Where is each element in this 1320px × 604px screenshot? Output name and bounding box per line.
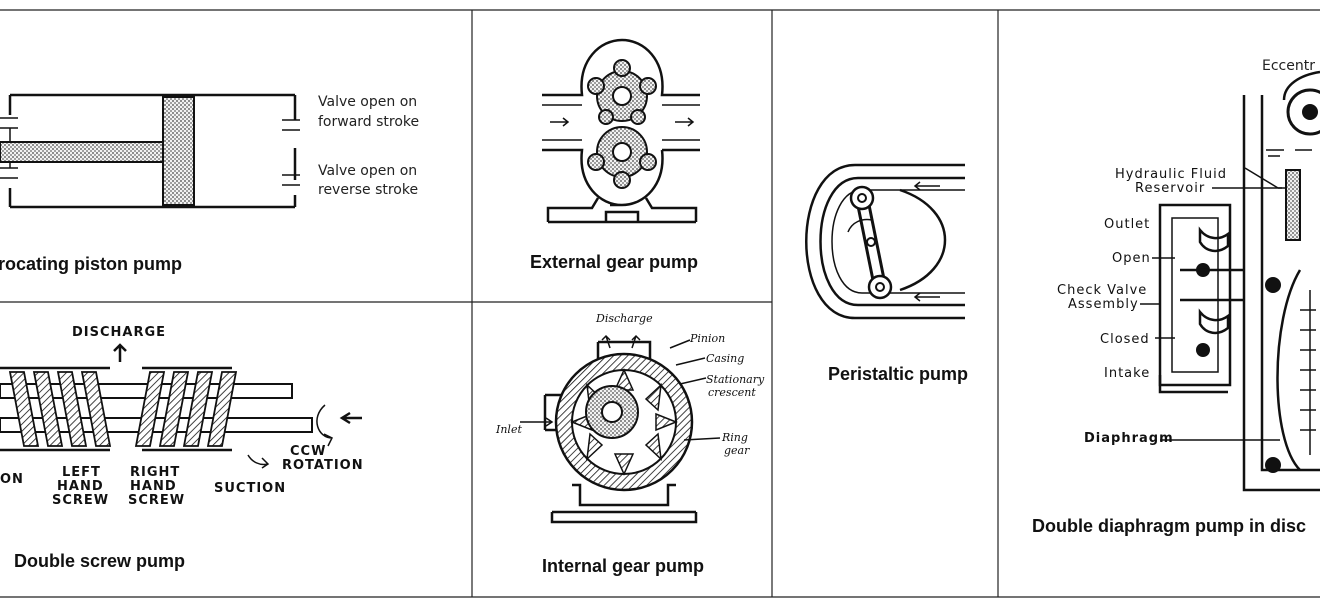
peristaltic-caption: Peristaltic pump (828, 364, 968, 384)
table-grid (0, 9, 1320, 598)
diaphragm-open-label: Open (1112, 251, 1151, 266)
screw-suction-label: SUCTION (214, 481, 286, 496)
diaphragm-caption: Double diaphragm pump in disc (1032, 516, 1306, 536)
internal-ring-gear-label-2: gear (724, 444, 750, 457)
diaphragm-diaphragm-label: Diaphragm (1084, 431, 1174, 446)
diaphragm-check-valve-label-2: Assembly (1068, 297, 1139, 312)
screw-pump-caption: Double screw pump (14, 551, 185, 571)
screw-left-hand-label-2: HAND (57, 479, 104, 494)
internal-stationary-label-2: crescent (708, 386, 756, 399)
diaphragm-reservoir-label-2: Reservoir (1135, 181, 1205, 196)
screw-left-hand-label-3: SCREW (52, 493, 109, 508)
diaphragm-reservoir-label-1: Hydraulic Fluid (1115, 167, 1227, 182)
diaphragm-outlet-label: Outlet (1104, 217, 1150, 232)
diaphragm-panel: Eccentr Hydraulic Fluid Reservoir Outlet… (1032, 58, 1320, 536)
screw-right-hand-label-2: HAND (130, 479, 177, 494)
piston-pump-panel: Valve open on forward stroke Valve open … (0, 93, 419, 274)
screw-pump-drawing (0, 343, 362, 469)
diaphragm-intake-label: Intake (1104, 366, 1150, 381)
internal-casing-label: Casing (706, 352, 744, 365)
screw-right-hand-label-1: RIGHT (130, 465, 180, 480)
piston-pump-drawing (0, 93, 300, 209)
screw-pump-panel: DISCHARGE ON LEFT HAND SCREW RIGHT HAND … (0, 325, 364, 571)
peristaltic-panel: Peristaltic pump (805, 163, 968, 384)
internal-gear-drawing (520, 334, 721, 524)
diaphragm-eccentric-label: Eccentr (1262, 58, 1315, 74)
piston-valve-forward-label-1: Valve open on (318, 94, 417, 110)
screw-on-label: ON (0, 472, 24, 487)
internal-pinion-label: Pinion (689, 332, 725, 345)
internal-discharge-label: Discharge (595, 312, 653, 325)
diaphragm-check-valve-label-1: Check Valve (1057, 283, 1147, 298)
internal-gear-panel: Discharge Pinion Casing Stationary cresc… (495, 312, 765, 576)
screw-ccw-label-1: CCW (290, 444, 326, 459)
screw-discharge-label: DISCHARGE (72, 325, 166, 340)
diaphragm-drawing (1158, 70, 1320, 492)
internal-ring-gear-label-1: Ring (721, 431, 748, 444)
diaphragm-closed-label: Closed (1100, 332, 1150, 347)
peristaltic-drawing (805, 163, 965, 320)
external-gear-panel: External gear pump (530, 38, 700, 272)
screw-right-hand-label-3: SCREW (128, 493, 185, 508)
screw-ccw-label-2: ROTATION (282, 458, 364, 473)
screw-left-hand-label-1: LEFT (62, 465, 101, 480)
external-gear-caption: External gear pump (530, 252, 698, 272)
internal-gear-caption: Internal gear pump (542, 556, 704, 576)
piston-pump-caption: rocating piston pump (0, 254, 182, 274)
piston-valve-forward-label-2: forward stroke (318, 114, 419, 130)
piston-valve-reverse-label-2: reverse stroke (318, 182, 418, 198)
internal-stationary-label-1: Stationary (706, 373, 765, 386)
external-gear-drawing (542, 38, 700, 224)
internal-inlet-label: Inlet (495, 423, 522, 436)
piston-valve-reverse-label-1: Valve open on (318, 163, 417, 179)
